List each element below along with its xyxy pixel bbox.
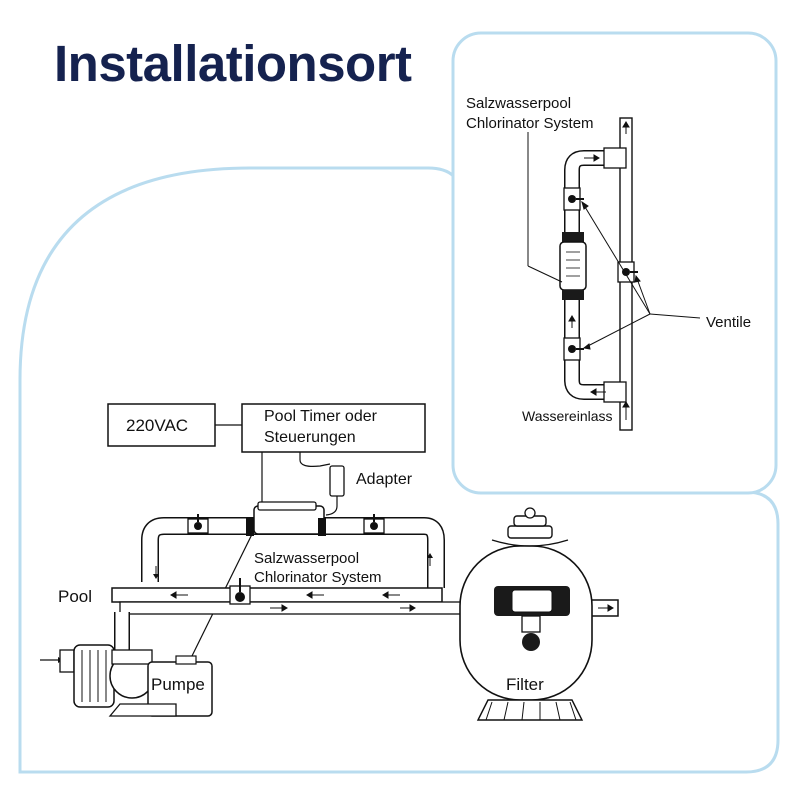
timer-label-line-2: Steuerungen xyxy=(264,429,356,446)
adapter-to-chlorinator-cable xyxy=(325,496,338,516)
water-inlet-label: Wassereinlass xyxy=(522,408,613,424)
filter-label: Filter xyxy=(506,675,544,694)
inset-panel-border xyxy=(451,31,778,495)
power-label: 220VAC xyxy=(126,416,188,435)
timer-label-line-1: Pool Timer oder xyxy=(264,408,378,425)
adapter-label: Adapter xyxy=(356,471,413,488)
filter-icon xyxy=(459,507,593,721)
main-pipe-arrows xyxy=(170,591,614,612)
main-valve-icon xyxy=(229,578,251,605)
bypass-valve-left-icon xyxy=(187,514,209,534)
inset-valve-bottom-icon xyxy=(563,337,584,361)
inset-chlorinator-cell-icon xyxy=(559,232,587,300)
inset-valve-top-icon xyxy=(563,187,584,211)
bypass-up-arrow xyxy=(427,553,433,566)
timer-to-adapter-cable xyxy=(299,452,331,467)
pump-power-cable xyxy=(189,452,263,661)
inset-chlorinator-label-line-1: Salzwasserpool xyxy=(466,95,571,112)
valves-label: Ventile xyxy=(706,314,751,331)
power-box xyxy=(107,403,216,447)
bypass-down-arrow xyxy=(153,566,159,579)
chlorinator-cell-icon xyxy=(246,501,326,536)
adapter-box xyxy=(329,465,345,497)
bypass-valve-right-icon xyxy=(363,514,385,534)
pump-label: Pumpe xyxy=(151,675,205,694)
inset-chlorinator-label-line-2: Chlorinator System xyxy=(466,115,594,132)
pool-label: Pool xyxy=(58,587,92,606)
timer-box xyxy=(241,403,426,453)
page-title: Installationsort xyxy=(54,35,412,92)
inset-flow-arrows xyxy=(568,121,630,420)
main-pipe-lower xyxy=(119,601,491,615)
chlorinator-label-line-2: Chlorinator System xyxy=(254,569,382,586)
chlorinator-label-line-1: Salzwasserpool xyxy=(254,550,359,567)
inset-leader-lines xyxy=(527,132,701,350)
pump-icon xyxy=(40,644,213,717)
